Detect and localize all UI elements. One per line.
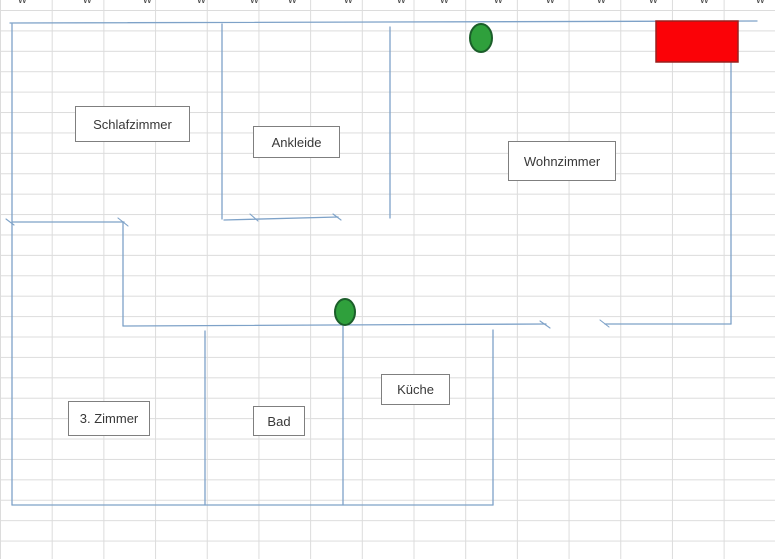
clipped-text-mark: w — [83, 0, 92, 5]
wall-tick-mark — [5, 218, 15, 226]
clipped-text-mark: w — [250, 0, 259, 5]
room-label-text: Bad — [267, 413, 291, 429]
clipped-text-mark: w — [440, 0, 449, 5]
room-label-text: Schlafzimmer — [93, 116, 172, 132]
room-label-text: Ankleide — [271, 134, 322, 150]
clipped-text-mark: w — [649, 0, 658, 5]
room-label-schlafzimmer[interactable]: Schlafzimmer — [75, 106, 190, 142]
clipped-text-mark: w — [494, 0, 503, 5]
wall-tick-mark — [332, 213, 342, 221]
clipped-text-mark: w — [344, 0, 353, 5]
wall-tick-mark — [539, 320, 551, 329]
room-label-3-zimmer[interactable]: 3. Zimmer — [68, 401, 150, 436]
clipped-text-mark: w — [597, 0, 606, 5]
room-label-kueche[interactable]: Küche — [381, 374, 450, 405]
wall-tick-mark — [117, 217, 129, 227]
wall-line — [9, 20, 758, 24]
green-oval-top[interactable] — [469, 23, 493, 53]
clipped-text-mark: w — [546, 0, 555, 5]
green-oval-middle[interactable] — [334, 298, 356, 326]
room-label-bad[interactable]: Bad — [253, 406, 305, 436]
room-label-text: 3. Zimmer — [79, 411, 139, 426]
red-rectangle[interactable] — [655, 20, 739, 63]
room-label-wohnzimmer[interactable]: Wohnzimmer — [508, 141, 616, 181]
wall-line — [122, 323, 547, 327]
clipped-text-mark: w — [197, 0, 206, 5]
wall-tick-mark — [599, 319, 610, 328]
clipped-text-mark: w — [756, 0, 765, 5]
clipped-text-mark: w — [700, 0, 709, 5]
clipped-text-mark: w — [397, 0, 406, 5]
clipped-header-row: wwwwwwwwwwwwwww — [0, 0, 775, 8]
clipped-text-mark: w — [18, 0, 27, 5]
room-label-text: Küche — [397, 382, 434, 397]
clipped-text-mark: w — [143, 0, 152, 5]
wall-line — [223, 216, 339, 221]
room-label-text: Wohnzimmer — [523, 153, 601, 169]
clipped-text-mark: w — [288, 0, 297, 5]
room-label-ankleide[interactable]: Ankleide — [253, 126, 340, 158]
wall-tick-mark — [249, 213, 259, 222]
